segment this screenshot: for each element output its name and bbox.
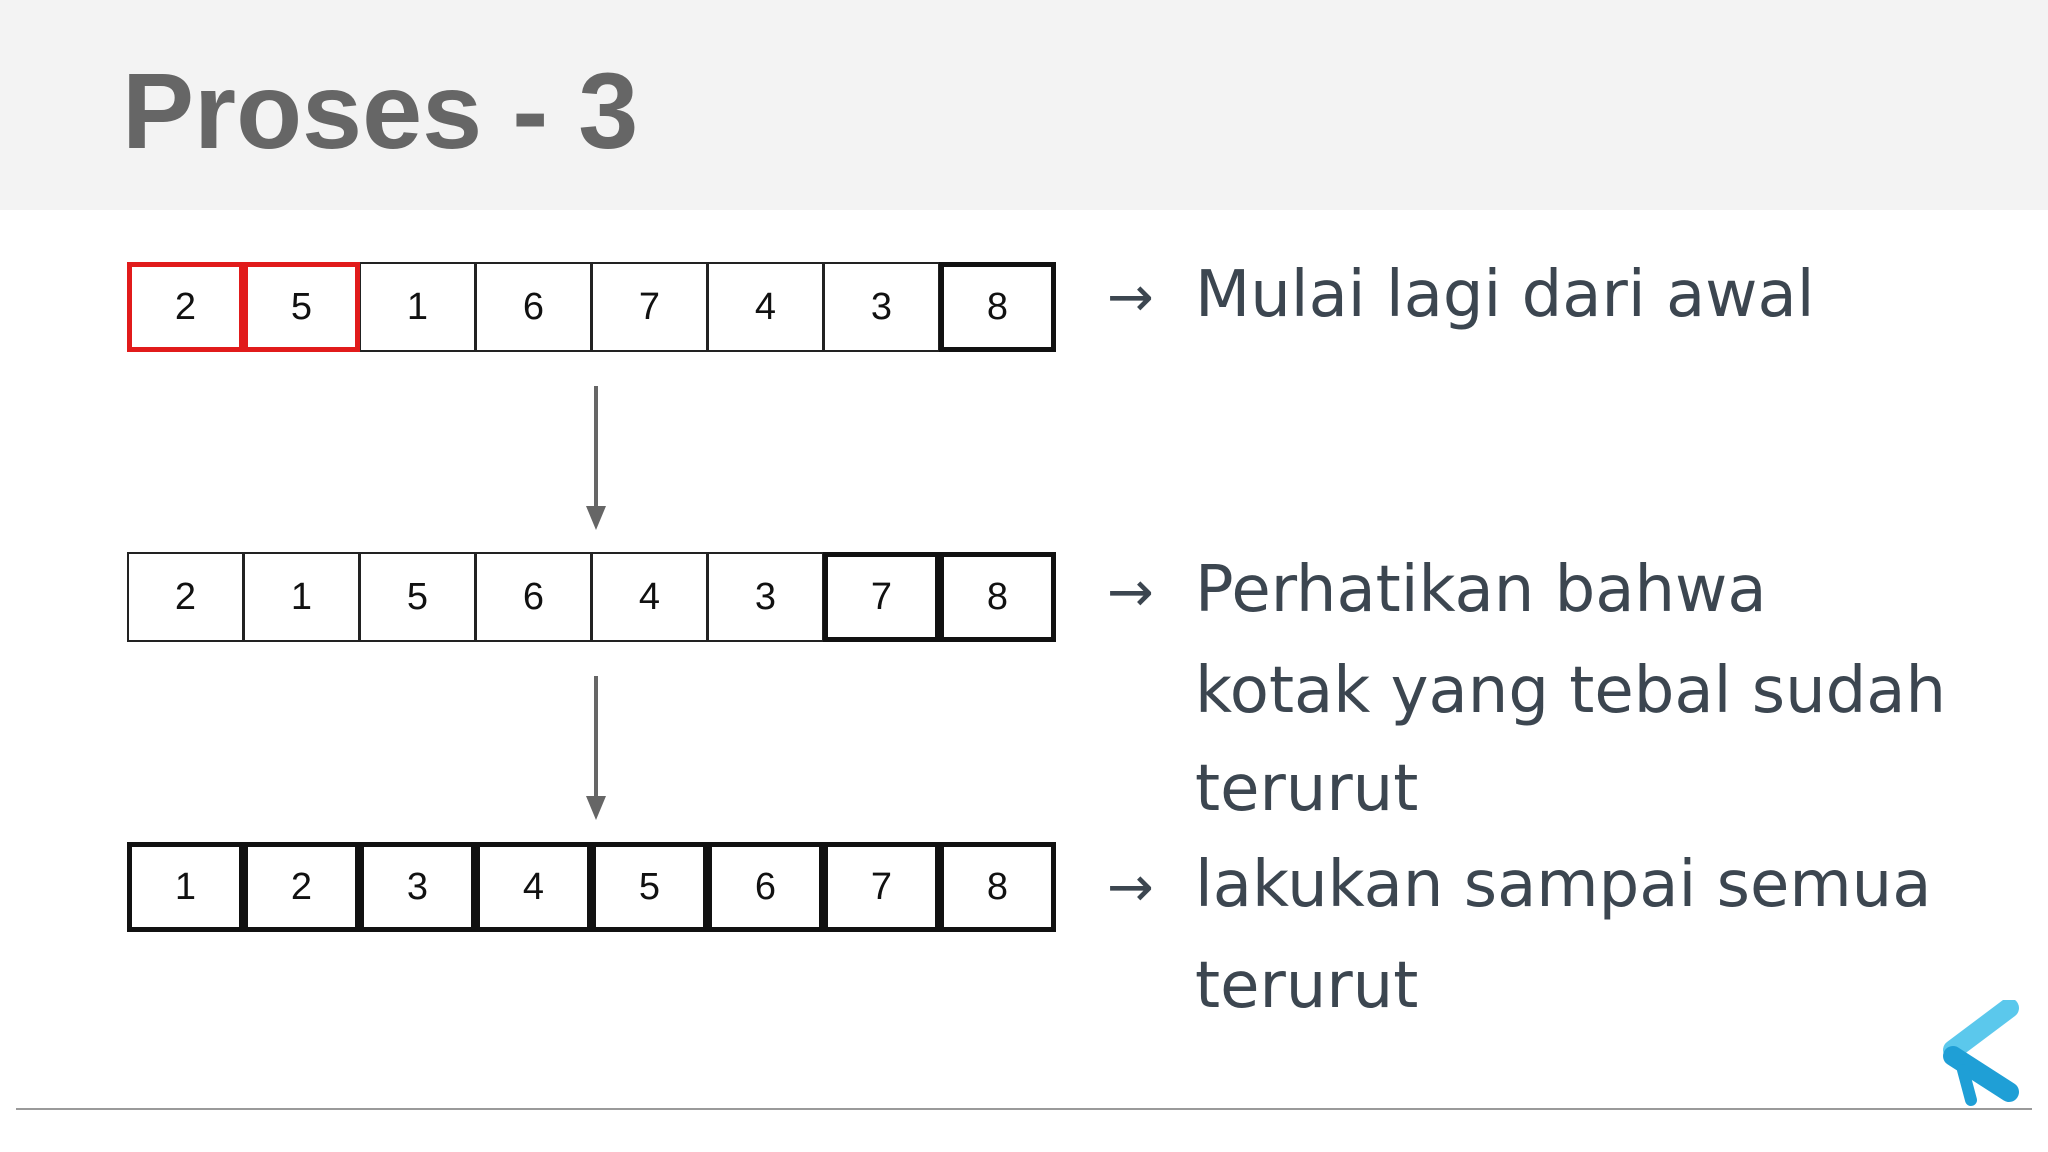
note-text: terurut — [1195, 752, 1419, 826]
right-arrow-icon: → — [1107, 265, 1154, 330]
array-cell: 5 — [243, 262, 360, 352]
array-cell: 6 — [707, 842, 824, 932]
array-cell: 2 — [243, 842, 360, 932]
array-cell: 5 — [591, 842, 708, 932]
array-cell: 1 — [127, 842, 244, 932]
right-arrow-icon: → — [1107, 560, 1154, 625]
array-row-3: 1 2 3 4 5 6 7 8 — [127, 842, 1056, 932]
note-text: Perhatikan bahwa — [1195, 553, 1767, 627]
array-cell: 8 — [939, 842, 1056, 932]
logo-icon — [1943, 1000, 2019, 1106]
note-text: Mulai lagi dari awal — [1195, 258, 1815, 332]
array-cell: 6 — [475, 552, 592, 642]
array-cell: 7 — [591, 262, 708, 352]
array-cell: 5 — [359, 552, 476, 642]
slide-title: Proses - 3 — [122, 50, 639, 171]
array-cell: 6 — [475, 262, 592, 352]
array-cell: 2 — [127, 262, 244, 352]
array-cell: 8 — [939, 262, 1056, 352]
array-cell: 2 — [127, 552, 244, 642]
array-cell: 7 — [823, 552, 940, 642]
array-cell: 1 — [359, 262, 476, 352]
footer-divider — [16, 1108, 2032, 1110]
note-text: kotak yang tebal sudah — [1195, 654, 1947, 728]
array-cell: 4 — [475, 842, 592, 932]
array-cell: 3 — [823, 262, 940, 352]
array-cell: 4 — [707, 262, 824, 352]
array-cell: 7 — [823, 842, 940, 932]
right-arrow-icon: → — [1107, 855, 1154, 920]
note-1: → Mulai lagi dari awal — [1107, 246, 1815, 347]
array-cell: 1 — [243, 552, 360, 642]
down-arrow-icon — [586, 676, 606, 820]
array-cell: 3 — [707, 552, 824, 642]
note-2: → Perhatikan bahwa kotak yang tebal sudah… — [1107, 541, 1946, 838]
note-text: lakukan sampai semua — [1195, 848, 1932, 922]
note-3: → lakukan sampai semua terurut — [1107, 836, 1931, 1035]
array-row-1: 2 5 1 6 7 4 3 8 — [127, 262, 1056, 352]
slide-header — [0, 0, 2048, 210]
array-cell: 8 — [939, 552, 1056, 642]
down-arrow-icon — [586, 386, 606, 530]
array-cell: 3 — [359, 842, 476, 932]
array-row-2: 2 1 5 6 4 3 7 8 — [127, 552, 1056, 642]
array-cell: 4 — [591, 552, 708, 642]
note-text: terurut — [1195, 949, 1419, 1023]
